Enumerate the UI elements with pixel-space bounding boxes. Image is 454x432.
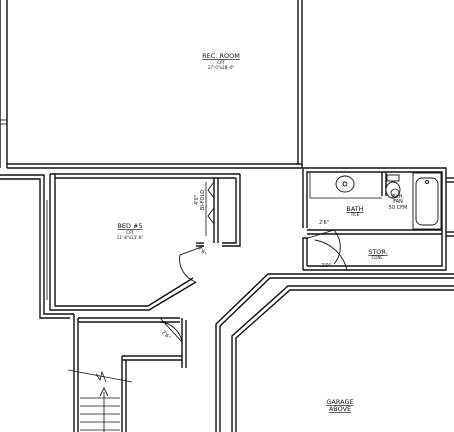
bed5-floor: CPT [126, 230, 134, 235]
fan-icon [390, 188, 400, 198]
garage-name2: ABOVE [329, 405, 351, 413]
hall-door-swing [159, 317, 183, 344]
stairs [67, 369, 133, 432]
bath-floor: TILE [350, 212, 360, 217]
bath-label: BATH TILE [346, 205, 363, 217]
bifold-type: BI-FOLD [200, 190, 206, 210]
stor-label: STOR. CONC. [368, 248, 388, 260]
bed-door-swing [179, 245, 205, 283]
fan-label: EXH. FAN 50 CFM [389, 188, 408, 211]
stor-door-label: 2'0" [321, 263, 331, 269]
bed5-walls [49, 173, 241, 311]
bath-stor-walls [302, 167, 454, 271]
garage-walls [215, 273, 454, 432]
rec-room-label: REC. ROOM CPT 27'-0"x28'-0" [202, 52, 240, 70]
stor-name: STOR. [368, 248, 388, 256]
garage-name1: GARAGE [326, 398, 353, 406]
rec-room-floor: CPT [217, 60, 225, 65]
bath-door-swing [307, 229, 341, 265]
bed5-label: BED #5 CPT 11'-8"x13'-8" [117, 222, 144, 240]
bed5-name: BED #5 [117, 222, 142, 230]
bath-name: BATH [346, 205, 363, 213]
bifold-label: 4'0" BI-FOLD [194, 190, 206, 210]
closet [205, 178, 219, 243]
bath-door-label: 2'6" [319, 220, 329, 226]
stor-floor: CONC. [372, 255, 385, 260]
stor-door-swing [307, 239, 348, 271]
rec-room-size: 27'-0"x28'-0" [208, 65, 235, 70]
garage-label: GARAGE ABOVE [326, 398, 353, 413]
bifold-size: 4'0" [194, 195, 200, 205]
left-exterior-wall [0, 174, 74, 319]
sink [335, 175, 355, 193]
rec-room-name: REC. ROOM [202, 52, 240, 60]
fan-line2: FAN [393, 199, 403, 205]
hall-door-label: 2'6" [160, 330, 171, 341]
bathtub [412, 172, 442, 230]
toilet [385, 174, 401, 199]
rec-room-walls [0, 0, 303, 169]
fan-line1: EXH. [392, 194, 404, 200]
bed-door-label: 2'6" [196, 246, 207, 258]
hall-walls [73, 314, 187, 432]
fan-line3: 50 CFM [389, 205, 408, 211]
bed5-size: 11'-8"x13'-8" [117, 235, 144, 240]
